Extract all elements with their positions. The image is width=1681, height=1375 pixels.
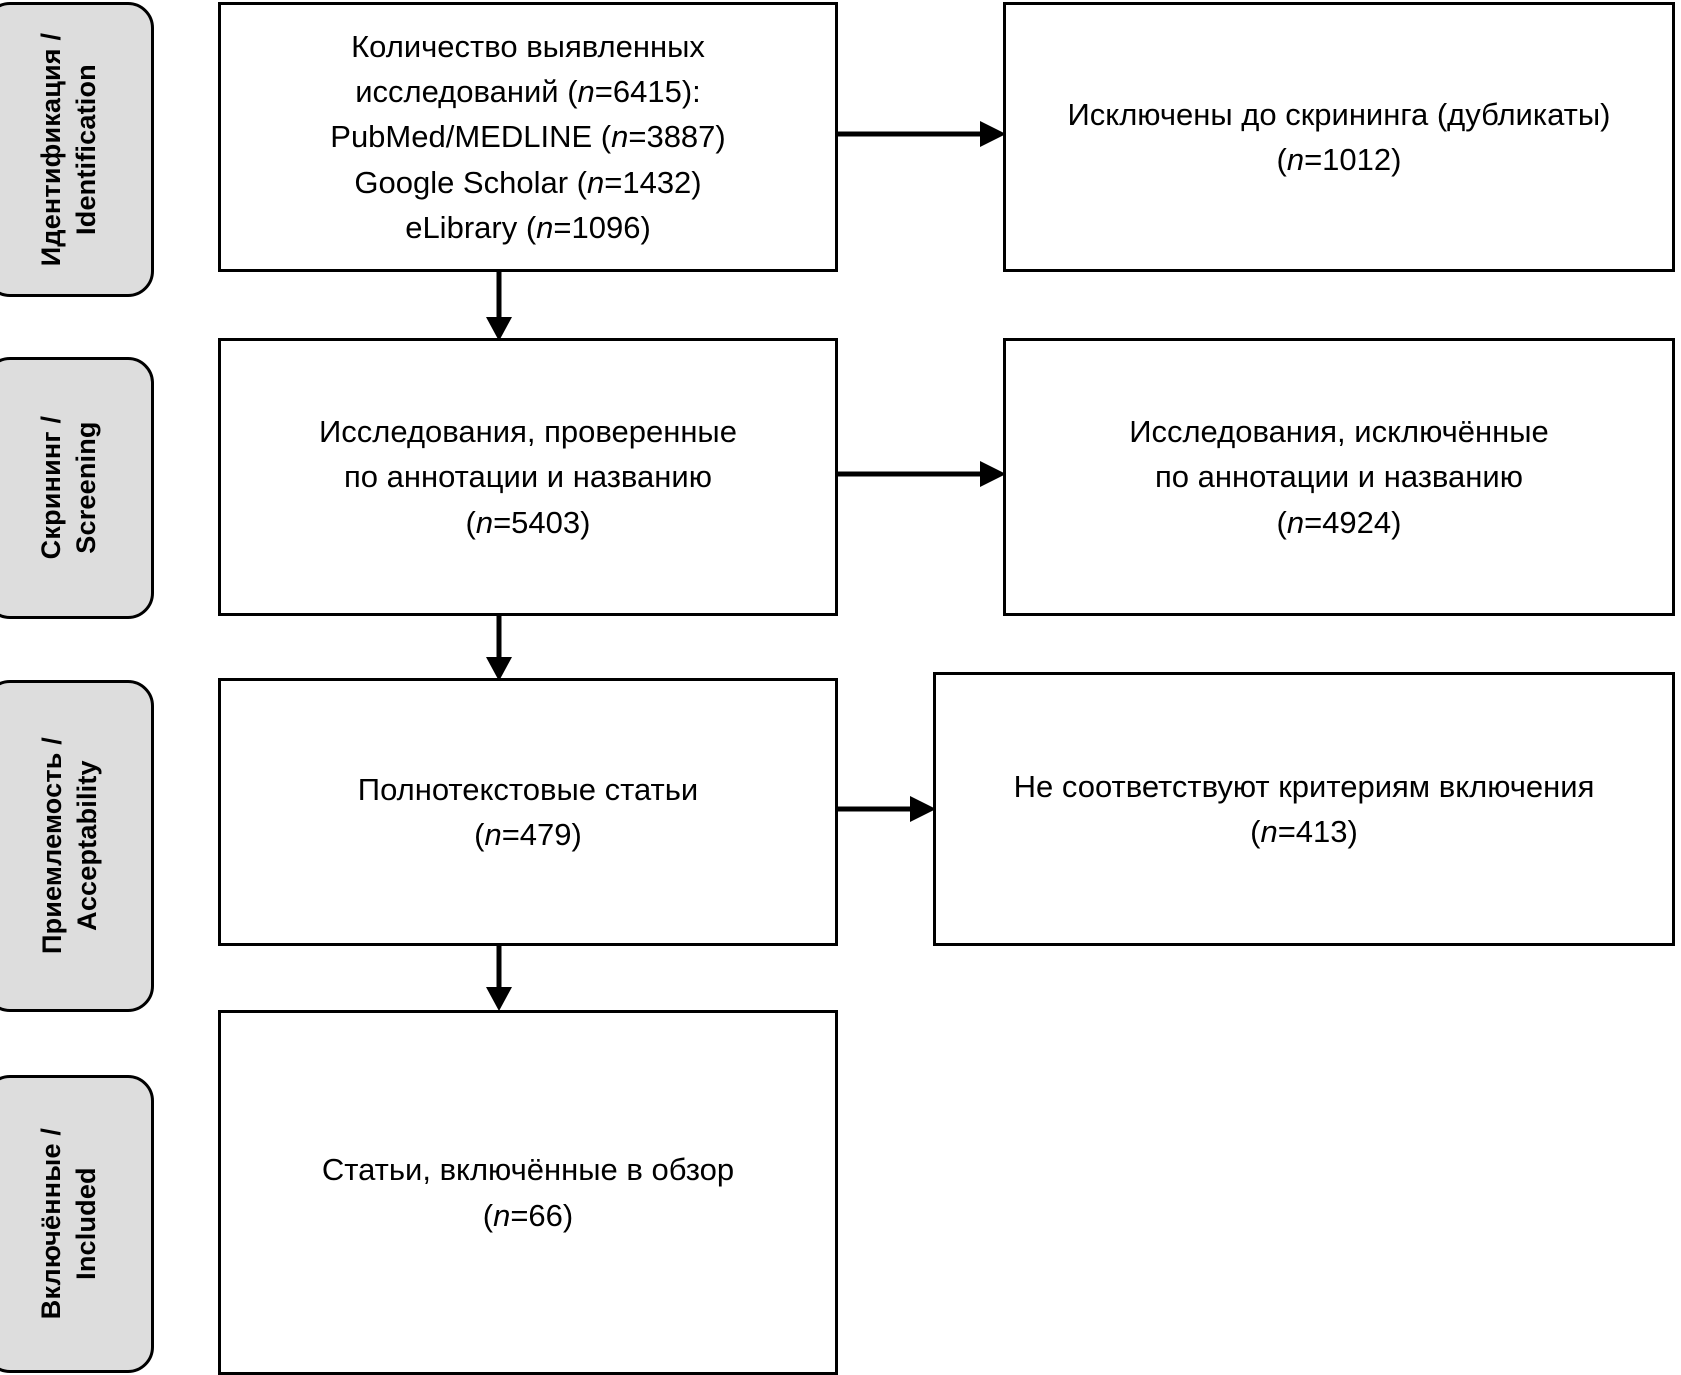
stage-label-ru: Идентификация / xyxy=(36,32,67,267)
text-line: (n=5403) xyxy=(465,504,591,540)
text-line: Исследования, исключённые xyxy=(1129,414,1549,450)
box-fulltext-articles-text: Полнотекстовые статьи (n=479) xyxy=(344,767,712,858)
box-fulltext-excluded-text: Не соответствуют критериям включения (n=… xyxy=(1000,764,1609,855)
box-records-screened: Исследования, проверенные по аннотации и… xyxy=(218,338,838,616)
stage-pill-acceptability: Приемлемость / Acceptability xyxy=(0,680,154,1012)
stage-pill-identification: Идентификация / Identification xyxy=(0,2,154,297)
text-line: Исключены до скрининга (дубликаты) xyxy=(1067,96,1611,132)
connector-identified-to-duplicates xyxy=(838,118,1008,150)
stage-pill-included-label: Включённые / Included xyxy=(34,1128,103,1319)
box-records-identified-text: Количество выявленных исследований (n=64… xyxy=(316,24,739,250)
stage-pill-screening-label: Скрининг / Screening xyxy=(34,416,103,560)
box-records-excluded-screening-text: Исследования, исключённые по аннотации и… xyxy=(1115,409,1563,545)
box-duplicates-removed: Исключены до скрининга (дубликаты) (n=10… xyxy=(1003,2,1675,272)
text-line: (n=4924) xyxy=(1276,504,1402,540)
connector-fulltext-to-included xyxy=(483,946,515,1012)
stage-pill-acceptability-label: Приемлемость / Acceptability xyxy=(34,738,103,955)
text-line: по аннотации и названию xyxy=(344,459,712,495)
stage-label-en: Included xyxy=(71,1167,101,1281)
text-line: PubMed/MEDLINE (n=3887) xyxy=(330,119,726,155)
text-line: исследований (n=6415): xyxy=(355,74,701,110)
text-line: по аннотации и названию xyxy=(1155,459,1523,495)
box-duplicates-removed-text: Исключены до скрининга (дубликаты) (n=10… xyxy=(1054,92,1625,183)
text-line: Google Scholar (n=1432) xyxy=(354,164,702,200)
connector-screened-to-fulltext xyxy=(483,616,515,682)
stage-pill-identification-label: Идентификация / Identification xyxy=(34,33,103,266)
stage-pill-screening: Скрининг / Screening xyxy=(0,357,154,619)
box-fulltext-articles: Полнотекстовые статьи (n=479) xyxy=(218,678,838,946)
stage-label-ru: Скрининг / xyxy=(36,416,67,560)
connector-identified-to-screened xyxy=(483,272,515,342)
text-line: (n=413) xyxy=(1250,814,1358,849)
box-articles-included-text: Статьи, включённые в обзор (n=66) xyxy=(308,1147,748,1238)
stage-pill-included: Включённые / Included xyxy=(0,1075,154,1373)
stage-label-en: Identification xyxy=(71,64,101,235)
text-line: Исследования, проверенные xyxy=(319,414,737,450)
text-line: Не соответствуют критериям включения xyxy=(1013,768,1595,804)
connector-fulltext-to-fulltext-excluded xyxy=(838,793,938,825)
stage-label-en: Acceptability xyxy=(71,760,102,932)
text-line: Статьи, включённые в обзор xyxy=(321,1152,735,1188)
connector-screened-to-screened-excluded xyxy=(838,458,1008,490)
stage-label-ru: Приемлемость / xyxy=(36,737,67,955)
box-records-identified: Количество выявленных исследований (n=64… xyxy=(218,2,838,272)
box-records-excluded-screening: Исследования, исключённые по аннотации и… xyxy=(1003,338,1675,616)
box-fulltext-excluded: Не соответствуют критериям включения (n=… xyxy=(933,672,1675,946)
text-line: eLibrary (n=1096) xyxy=(405,209,651,245)
box-articles-included: Статьи, включённые в обзор (n=66) xyxy=(218,1010,838,1375)
box-records-screened-text: Исследования, проверенные по аннотации и… xyxy=(305,409,751,545)
stage-label-ru: Включённые / xyxy=(36,1128,67,1320)
stage-label-en: Screening xyxy=(70,421,101,555)
text-line: Количество выявленных xyxy=(351,28,705,64)
text-line: (n=1012) xyxy=(1276,142,1402,177)
text-line: (n=66) xyxy=(482,1197,574,1233)
text-line: Полнотекстовые статьи xyxy=(357,771,699,807)
text-line: (n=479) xyxy=(474,817,582,852)
